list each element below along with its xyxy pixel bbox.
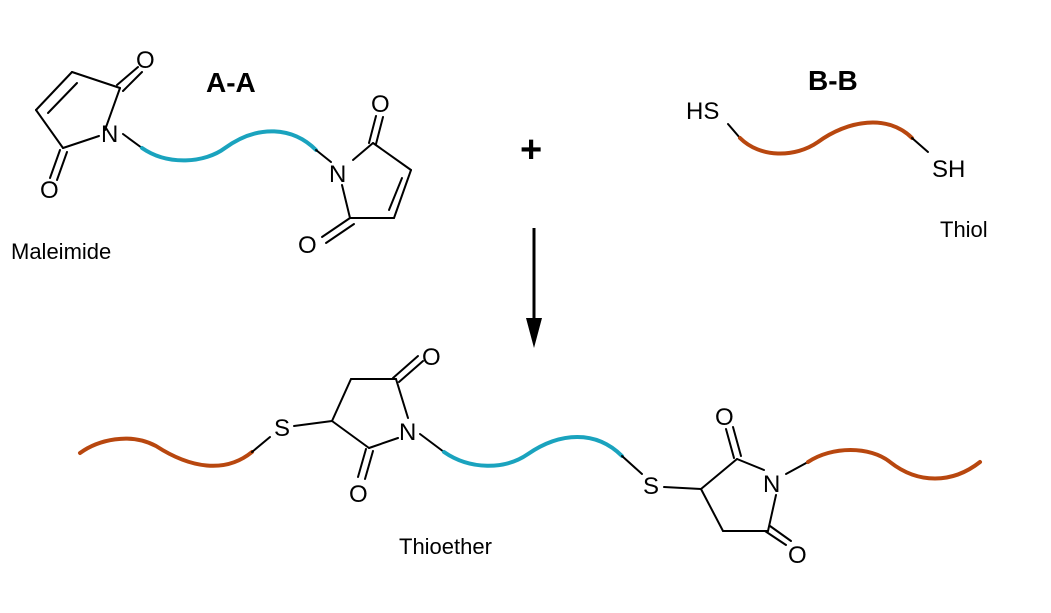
product-left-oxygen-bottom: O: [349, 481, 368, 508]
product-sulfur-right: S: [643, 473, 659, 500]
left-maleimide-oxygen-top: O: [136, 47, 155, 74]
reactant-b-title: B-B: [808, 65, 858, 96]
product-left-nitrogen: N: [399, 419, 416, 446]
right-maleimide-ring: N O O: [298, 91, 412, 259]
product-sulfur-left: S: [274, 415, 290, 442]
right-maleimide-nitrogen: N: [329, 161, 346, 188]
maleimide-caption: Maleimide: [11, 239, 111, 264]
product-left-oxygen-top: O: [422, 344, 441, 371]
product-left-succinimide-ring: N O O: [331, 344, 441, 508]
reactant-a-title: A-A: [206, 67, 256, 98]
product-right-nitrogen: N: [763, 471, 780, 498]
maleimide-linker-chain: [140, 129, 318, 163]
dithiol-molecule: HS SH: [686, 98, 965, 183]
reaction-arrow: [526, 228, 542, 348]
right-maleimide-oxygen-top: O: [371, 91, 390, 118]
thioether-caption: Thioether: [399, 534, 492, 559]
product-right-thiol-chain: [806, 448, 982, 481]
thiol-linker-chain: [738, 120, 914, 156]
thiol-caption: Thiol: [940, 217, 988, 242]
product-right-oxygen-bottom: O: [788, 542, 807, 569]
left-maleimide-ring: N O O: [35, 47, 155, 204]
bismaleimide-molecule: N O O N O O: [35, 47, 412, 259]
left-maleimide-nitrogen: N: [101, 121, 118, 148]
product-maleimide-linker-chain: [442, 435, 624, 468]
thiol-group-right: SH: [932, 156, 965, 183]
thiol-group-left: HS: [686, 98, 719, 125]
product-left-thiol-chain: [78, 436, 254, 468]
plus-sign: +: [520, 129, 542, 171]
thioether-product: S N O O S: [78, 344, 982, 569]
product-right-succinimide-ring: N O O: [700, 404, 807, 569]
product-right-oxygen-top: O: [715, 404, 734, 431]
right-maleimide-oxygen-bottom: O: [298, 232, 317, 259]
left-maleimide-oxygen-bottom: O: [40, 177, 59, 204]
